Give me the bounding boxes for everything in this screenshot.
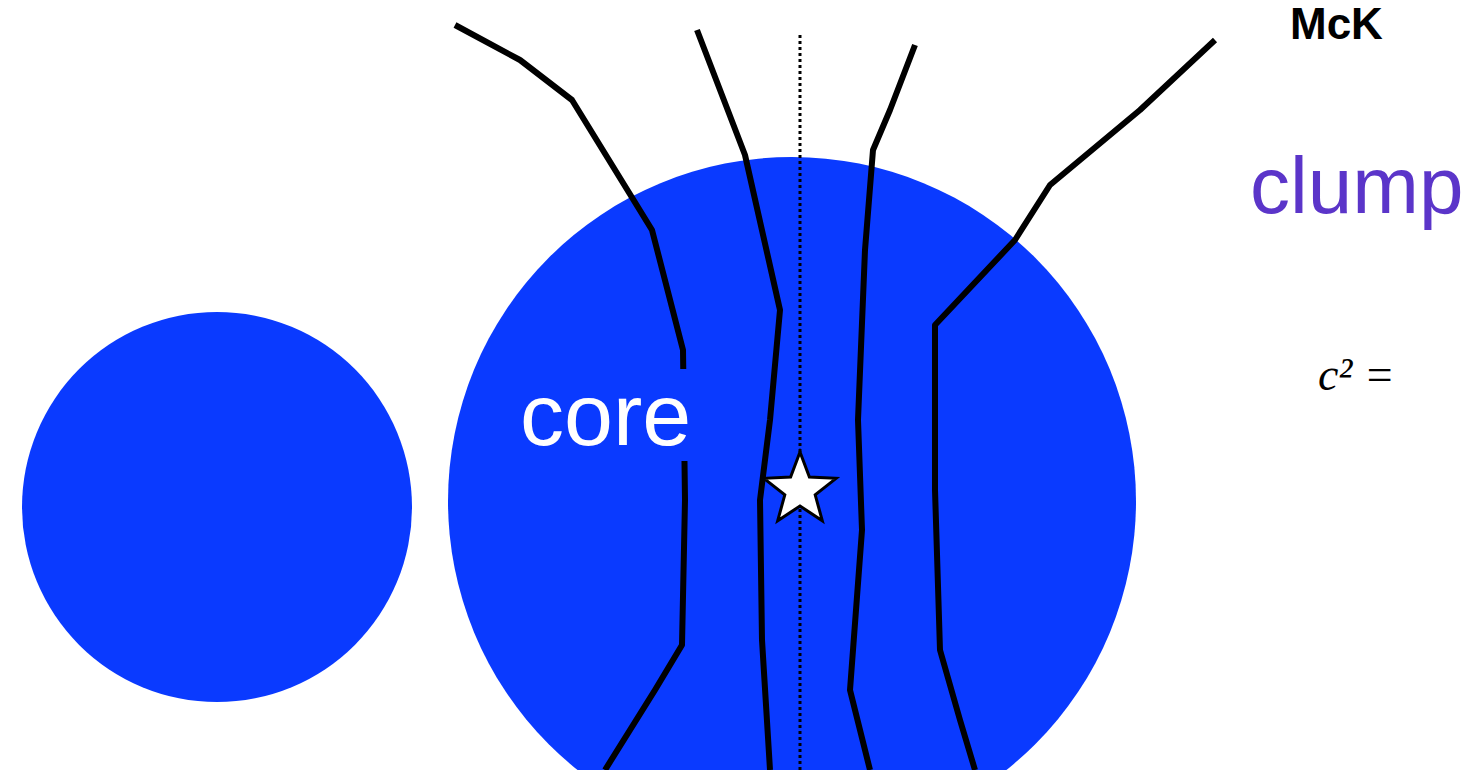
label-holder: McK <box>1290 2 1383 46</box>
region-label: core <box>516 369 695 461</box>
region-label: clump <box>1250 146 1463 226</box>
circle-region: core <box>448 157 1136 770</box>
circle-outline <box>448 157 1136 770</box>
equation-fragment: c² = <box>1318 352 1395 398</box>
label-holder: clump <box>1250 146 1463 226</box>
small-clump-circle <box>22 312 412 702</box>
circle-fill <box>448 157 1136 770</box>
label-holder: c² = <box>1318 352 1395 398</box>
title-fragment: McK <box>1290 2 1383 46</box>
